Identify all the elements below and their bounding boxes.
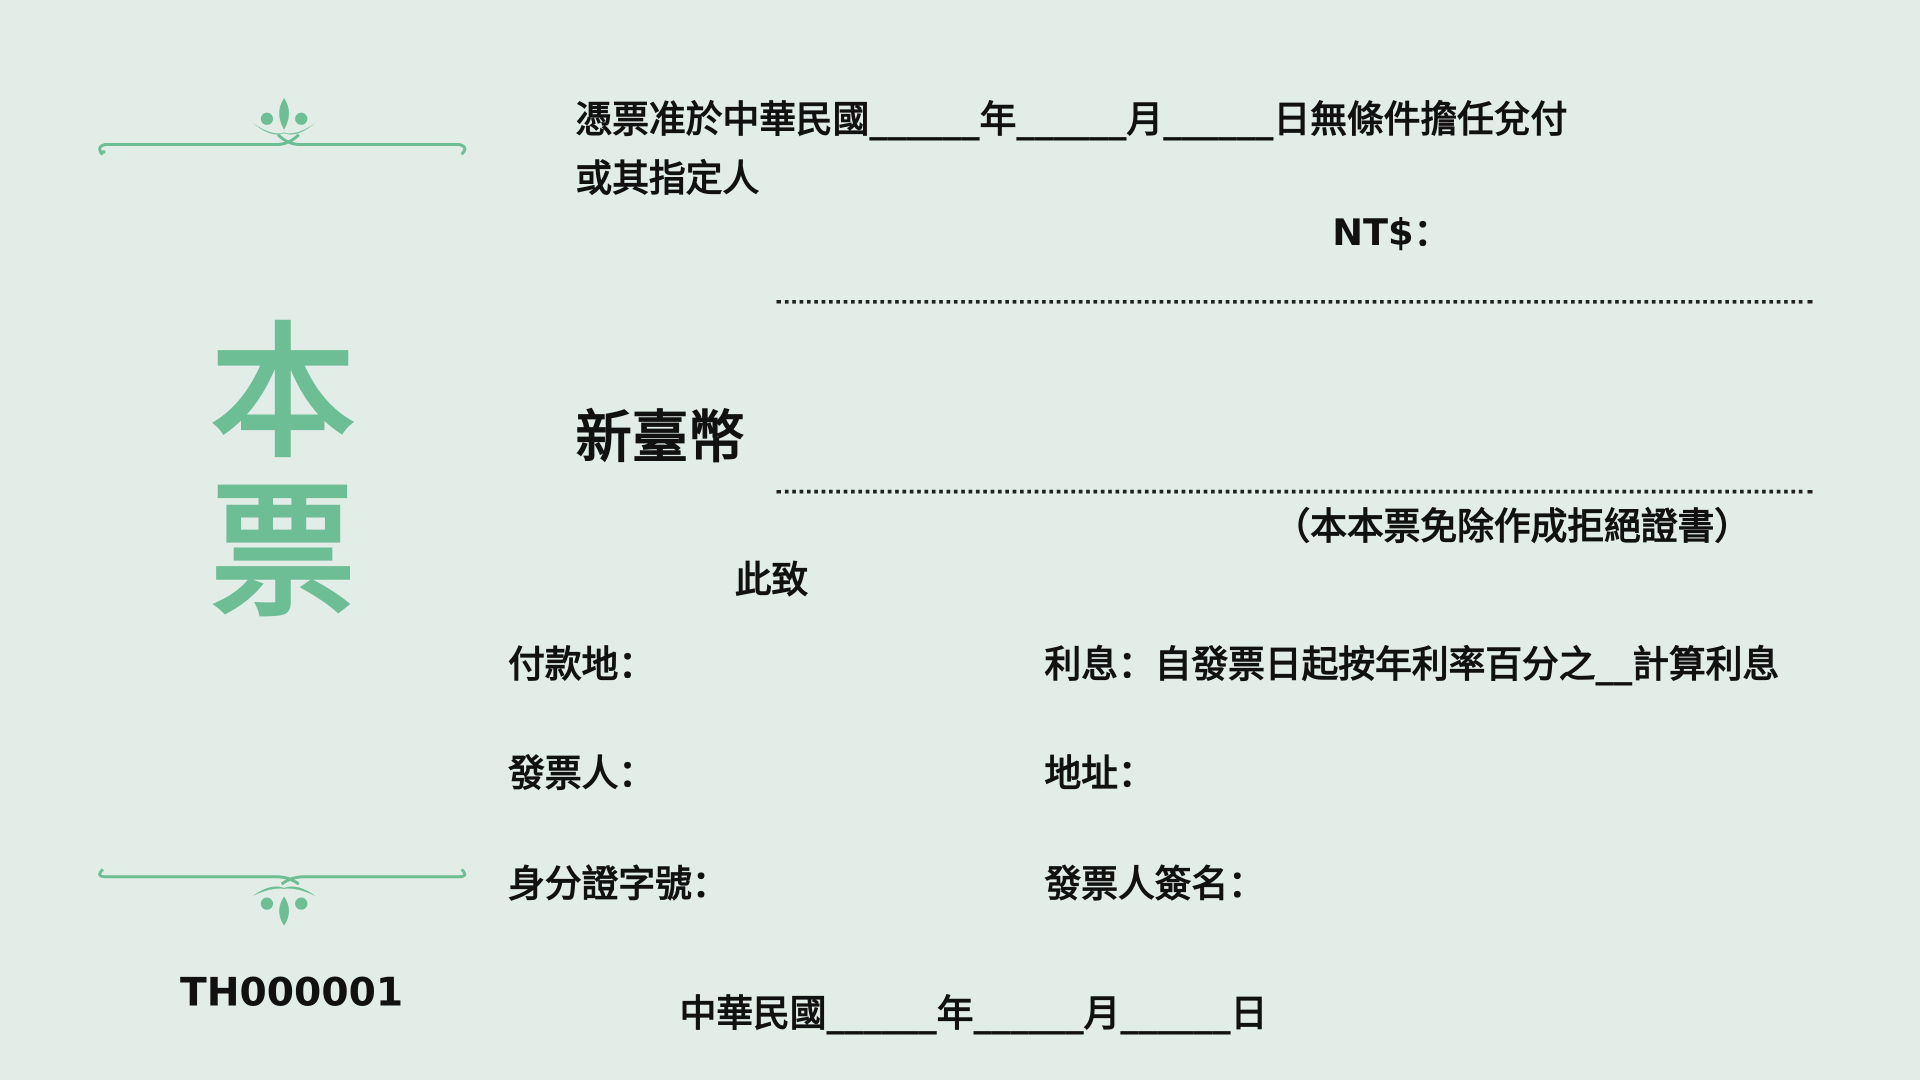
- nt-amount-label: NT$：: [1332, 211, 1451, 255]
- currency-label: 新臺幣: [575, 404, 745, 471]
- nt-amount-line[interactable]: [776, 300, 1813, 304]
- addressee: 此致: [734, 559, 809, 603]
- title-char-1: 本: [210, 308, 356, 478]
- waiver-note: （本本票免除作成拒絕證書）: [1273, 505, 1752, 549]
- title-char-2: 票: [210, 467, 356, 637]
- serial-number: TH000001: [180, 968, 404, 1016]
- promise-line-2: 或其指定人: [575, 157, 760, 201]
- ornament-bottom-icon: [98, 868, 467, 926]
- currency-amount-line[interactable]: [776, 489, 1813, 494]
- issuer-label: 發票人：: [508, 753, 656, 796]
- issue-date-line: 中華民國______年______月______日: [679, 993, 1268, 1036]
- issuer-signature-label: 發票人簽名：: [1044, 863, 1265, 907]
- id-number-label: 身分證字號：: [508, 863, 729, 907]
- payment-place-label: 付款地：: [508, 644, 656, 687]
- interest-label: 利息：自發票日起按年利率百分之__計算利息: [1044, 644, 1780, 687]
- promise-line-1: 憑票准於中華民國______年______月______日無條件擔任兌付: [575, 99, 1568, 143]
- ornament-top-icon: [98, 97, 467, 156]
- address-label: 地址：: [1044, 753, 1155, 796]
